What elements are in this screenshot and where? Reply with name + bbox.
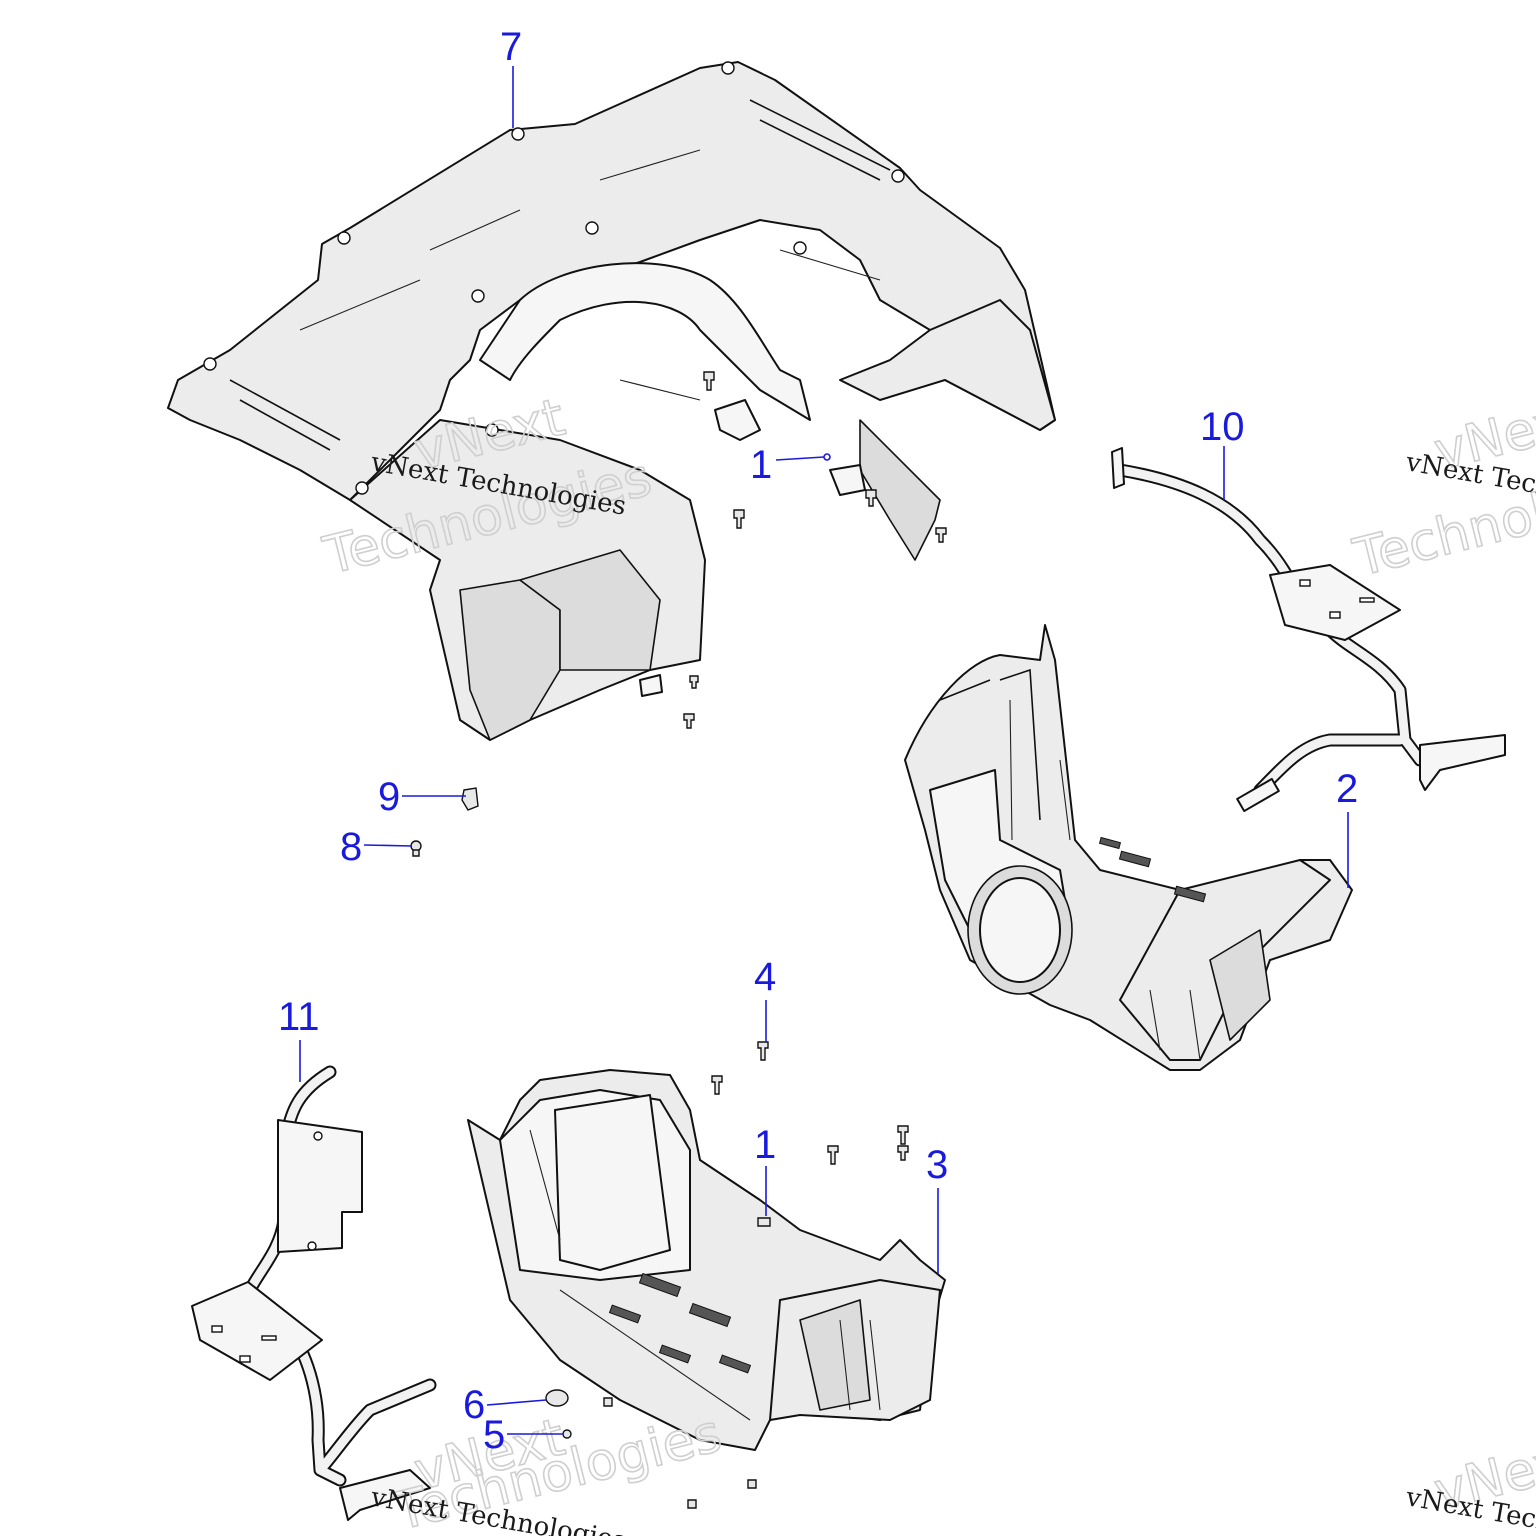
callout-label: 4 — [754, 955, 776, 999]
leader-dot — [823, 453, 831, 461]
leader-line — [486, 1399, 547, 1406]
callout-6[interactable]: 6 — [463, 1383, 547, 1427]
fender-mount-hole — [203, 61, 905, 495]
callout-10[interactable]: 10 — [1200, 405, 1245, 500]
callout-label: 1 — [754, 1123, 776, 1167]
callout-5[interactable]: 5 — [483, 1413, 563, 1457]
callout-label: 5 — [483, 1413, 505, 1457]
watermark-bottom-right: vNext vNext Technologies — [1403, 1427, 1536, 1536]
screw-part-8 — [410, 840, 422, 857]
callout-label: 10 — [1200, 405, 1245, 449]
footwell-fastener — [603, 1041, 909, 1509]
callout-label: 1 — [750, 443, 772, 487]
callout-9[interactable]: 9 — [378, 775, 466, 819]
rear-fender-part-7 — [167, 61, 1056, 741]
callout-1-lower[interactable]: 1 — [754, 1123, 776, 1216]
callout-label: 11 — [278, 995, 320, 1039]
callout-1-upper[interactable]: 1 — [750, 443, 831, 487]
footrest-bracket-part-10 — [1111, 447, 1506, 813]
callout-label: 7 — [500, 25, 522, 69]
footwell-part-3 — [467, 1069, 946, 1451]
leader-line — [363, 844, 413, 847]
callout-label: 8 — [340, 825, 362, 869]
callout-4[interactable]: 4 — [754, 955, 776, 1042]
callout-2[interactable]: 2 — [1336, 767, 1358, 888]
callout-7[interactable]: 7 — [500, 25, 522, 128]
callout-label: 3 — [926, 1143, 948, 1187]
callout-3[interactable]: 3 — [926, 1143, 948, 1274]
watermark-top-right: Technologies vNext vNext Technologies — [1347, 387, 1536, 590]
callout-11[interactable]: 11 — [278, 995, 320, 1082]
footrest-bracket-part-11 — [191, 1065, 437, 1521]
plug-part-6 — [545, 1389, 569, 1407]
footwell-part-2 — [904, 624, 1353, 1071]
callout-label: 6 — [463, 1383, 485, 1427]
nut-part-5 — [562, 1429, 572, 1439]
clip-part-9 — [461, 787, 479, 811]
watermark-bottom-left: Technologies vNext vNext Technologies — [368, 1403, 728, 1536]
callout-label: 9 — [378, 775, 400, 819]
callout-8[interactable]: 8 — [340, 825, 413, 869]
footwell-tread-mesh — [608, 1272, 752, 1374]
callout-label: 2 — [1336, 767, 1358, 811]
leader-line — [775, 456, 825, 461]
fender-fastener — [683, 371, 947, 729]
footwell-tread-mesh — [1098, 836, 1207, 903]
callout-group: 7 1 10 9 8 2 4 — [278, 25, 1358, 1457]
